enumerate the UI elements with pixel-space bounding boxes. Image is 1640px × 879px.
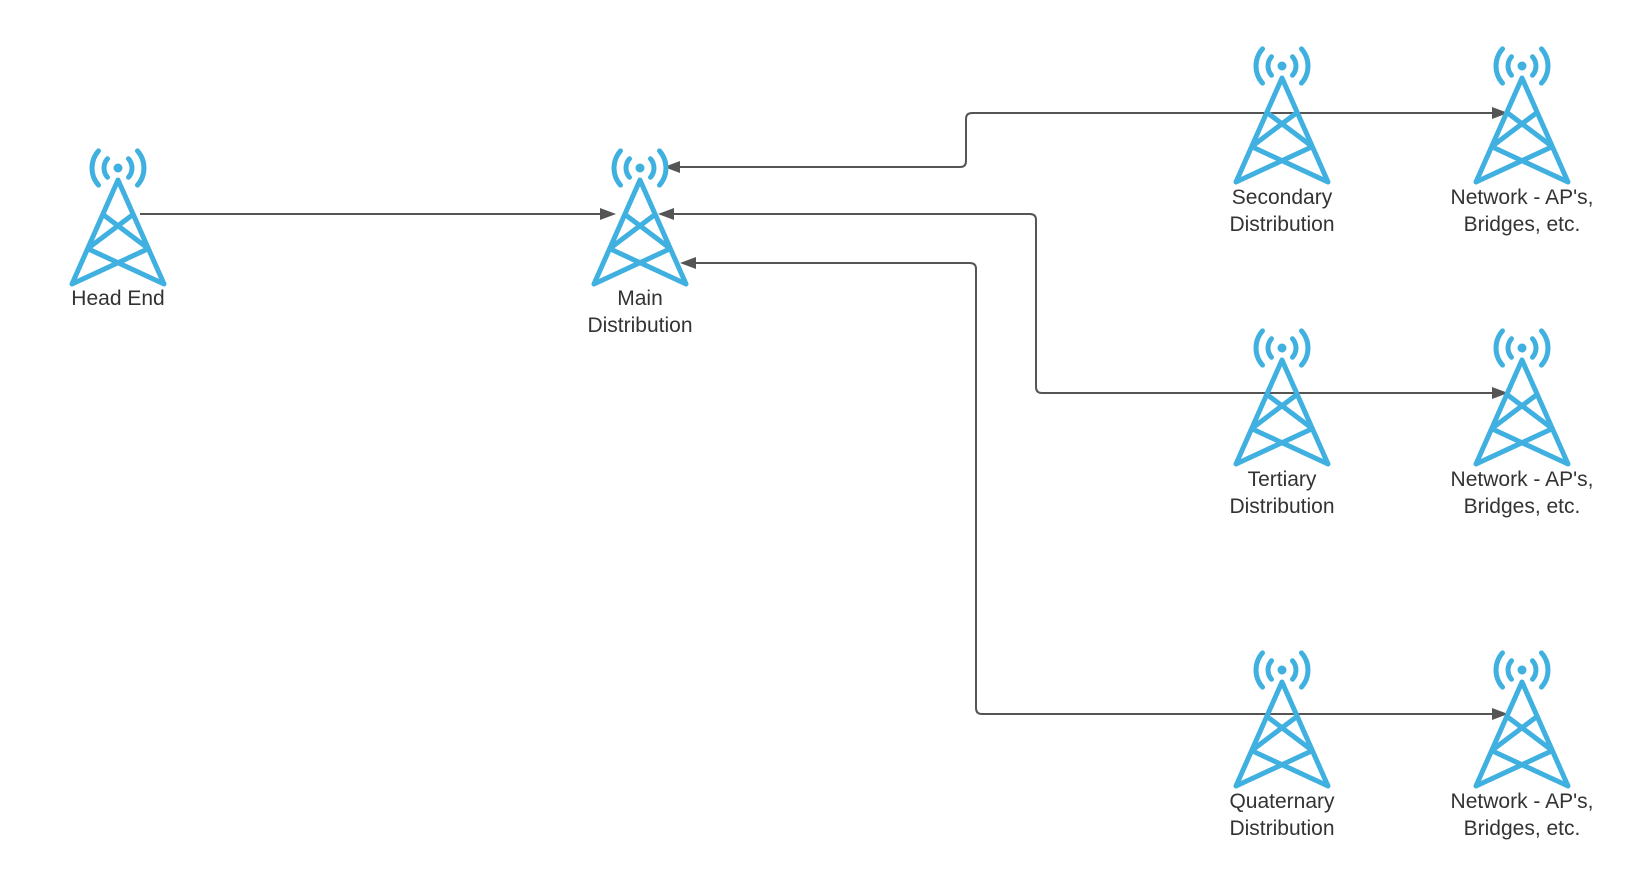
label-line: Main — [617, 287, 663, 310]
arrowhead-icon — [1492, 107, 1508, 119]
node-label-net2: Network - AP's, Bridges, etc. — [1432, 466, 1612, 520]
antenna-tower-icon-main — [591, 148, 689, 287]
label-line: Tertiary — [1247, 468, 1317, 491]
label-line: Bridges, etc. — [1463, 817, 1581, 840]
connector-quaternary-to-main — [680, 257, 1282, 715]
label-line: Secondary — [1231, 186, 1333, 209]
connector-tertiary-to-main — [658, 208, 1282, 394]
arrowhead-icon — [658, 208, 674, 220]
node-label-head-end: Head End — [28, 285, 208, 312]
arrowhead-icon — [664, 161, 680, 173]
label-line: Bridges, etc. — [1463, 495, 1581, 518]
antenna-tower-icon-head-end — [69, 148, 167, 287]
arrowhead-icon — [1492, 708, 1508, 720]
label-line: Network - AP's, — [1450, 468, 1594, 491]
label-line: Bridges, etc. — [1463, 213, 1581, 236]
antenna-tower-icon-net1 — [1473, 46, 1571, 185]
label-line: Distribution — [1229, 495, 1335, 518]
antenna-tower-icon-tertiary — [1233, 328, 1331, 467]
arrowhead-icon — [600, 208, 616, 220]
node-label-net3: Network - AP's, Bridges, etc. — [1432, 788, 1612, 842]
antenna-tower-icon-net2 — [1473, 328, 1571, 467]
label-line: Head End — [71, 287, 165, 310]
connector-quaternary-to-net3 — [1282, 708, 1508, 720]
label-line: Distribution — [1229, 817, 1335, 840]
label-line: Network - AP's, — [1450, 186, 1594, 209]
label-line: Network - AP's, — [1450, 790, 1594, 813]
label-line: Quaternary — [1229, 790, 1335, 813]
antenna-tower-icon-net3 — [1473, 650, 1571, 789]
arrowhead-icon — [680, 257, 696, 269]
label-line: Distribution — [587, 314, 693, 337]
connector-tertiary-to-net2 — [1282, 387, 1508, 399]
connector-secondary-to-main — [664, 112, 1282, 173]
antenna-tower-icon-secondary — [1233, 46, 1331, 185]
arrowhead-icon — [1492, 387, 1508, 399]
node-label-net1: Network - AP's, Bridges, etc. — [1432, 184, 1612, 238]
label-line: Distribution — [1229, 213, 1335, 236]
antenna-tower-icon-quaternary — [1233, 650, 1331, 789]
connector-head-end-to-main — [140, 208, 616, 220]
connector-secondary-to-net1 — [1282, 107, 1508, 119]
